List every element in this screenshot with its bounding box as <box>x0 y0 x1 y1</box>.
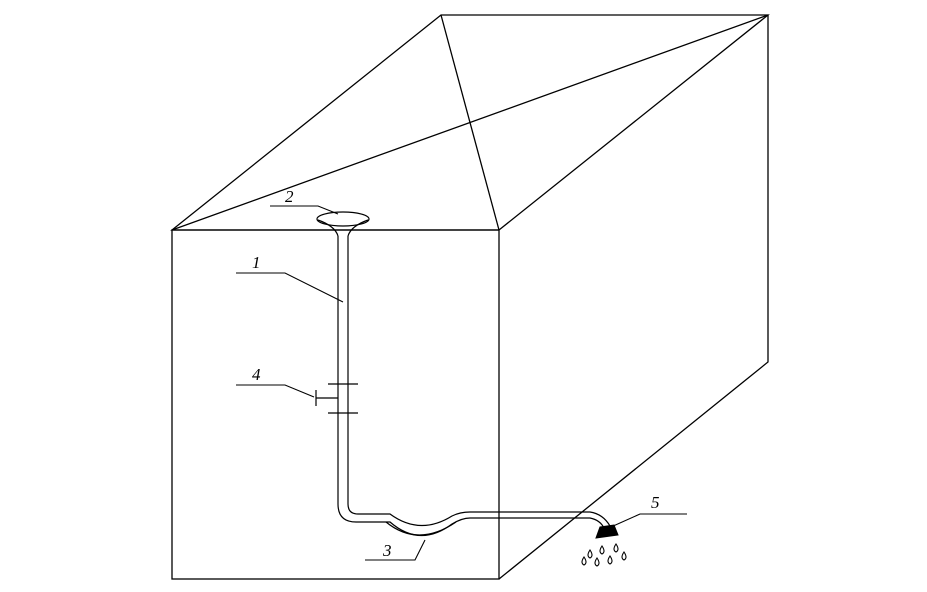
drop-7 <box>621 551 627 561</box>
drop-4 <box>581 556 587 566</box>
callout-labels: 2 1 4 3 5 <box>252 187 660 560</box>
leader-3 <box>365 539 426 561</box>
funnel <box>316 211 370 237</box>
nozzle-head <box>595 524 619 539</box>
valve <box>315 383 358 414</box>
roof-diagonal-right <box>440 14 500 231</box>
drop-5 <box>594 557 600 567</box>
drop-2 <box>599 545 605 555</box>
label-4: 4 <box>252 365 261 384</box>
label-2: 2 <box>285 187 294 206</box>
label-5: 5 <box>651 493 660 512</box>
nozzle <box>581 524 627 567</box>
pipe <box>337 236 611 537</box>
leader-5 <box>610 513 687 528</box>
funnel-cone <box>317 219 369 237</box>
callout-leaders <box>236 205 687 561</box>
leader-1 <box>236 272 344 303</box>
drop-1 <box>587 549 593 559</box>
leader-4 <box>236 384 315 398</box>
trap-bulge <box>385 521 457 536</box>
box-front-face <box>171 229 500 580</box>
leader-2 <box>270 205 339 215</box>
drop-6 <box>607 555 613 565</box>
funnel-rim <box>316 211 370 227</box>
label-1: 1 <box>252 253 261 272</box>
pipe-inner-wall <box>347 236 611 527</box>
drop-3 <box>613 543 619 553</box>
box-right-face <box>498 15 769 580</box>
label-3: 3 <box>382 541 392 560</box>
pipe-outer-wall <box>337 236 605 537</box>
spray-drops <box>581 543 627 567</box>
tank-box <box>170 14 770 580</box>
